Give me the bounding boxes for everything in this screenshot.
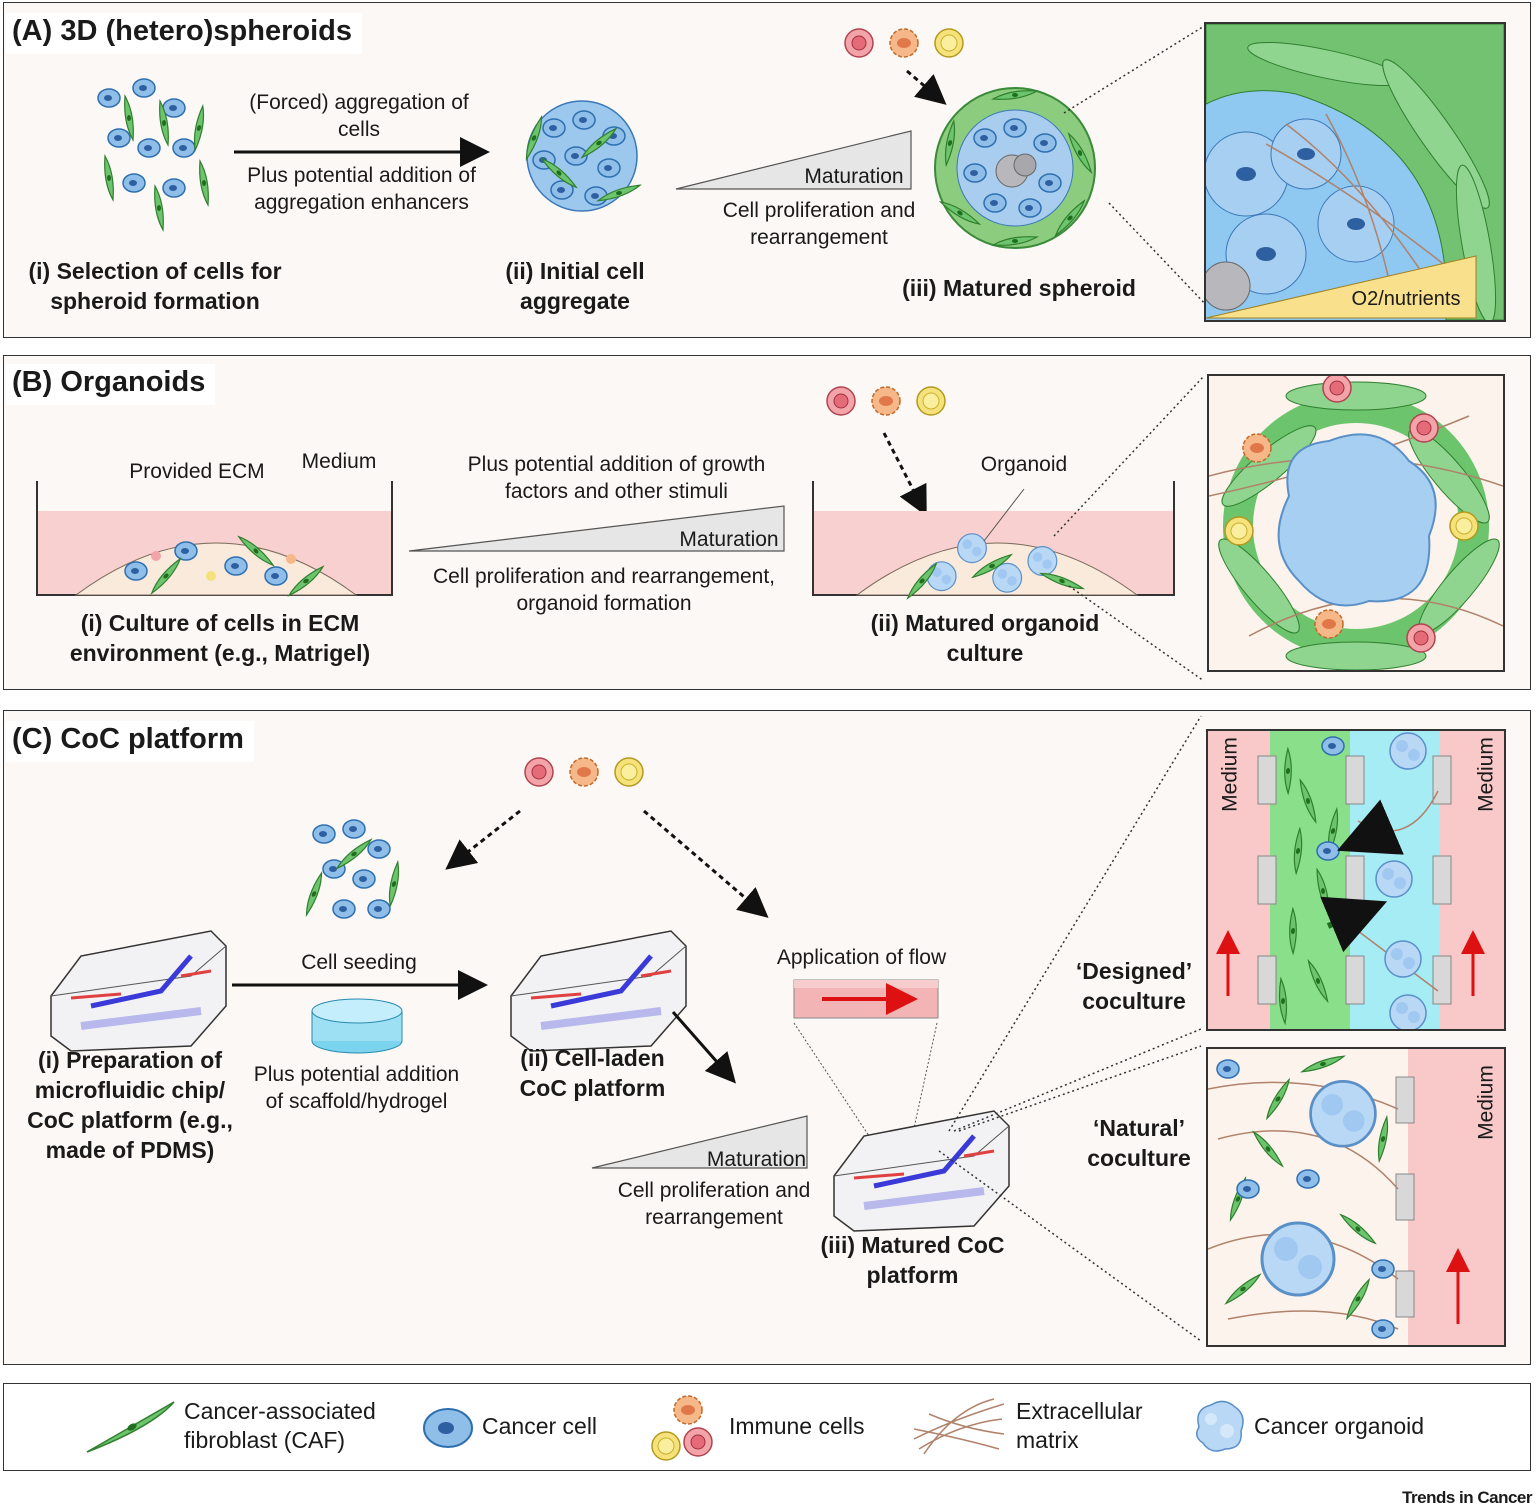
scaffold-text: Plus potential addition of scaffold/hydr… [253,1063,460,1113]
ecm-icon [913,1398,1005,1455]
medium-label-natural: Medium [1474,1065,1498,1140]
flow-arrow-diagonal [671,1011,736,1084]
step-a3-label: (iii) Matured spheroid [902,275,1136,301]
immune-cells-icon [651,1395,713,1461]
legend-ecm-label: Extracellular matrix [1016,1398,1143,1453]
medium-label-left: Medium [1218,737,1242,812]
legend: Cancer-associated fibroblast (CAF) Cance… [3,1383,1531,1471]
aggregation-top-text: (Forced) aggregation of cells [249,91,469,141]
designed-coculture-zoom: Medium Medium [1206,729,1506,1031]
immune-add-arrow-c1 [445,809,521,870]
maturation-subtext-c: Cell proliferation and rearrangement [617,1179,811,1229]
natural-coculture-label: ‘Natural’ coculture [1087,1115,1191,1171]
step-b1-label: (i) Culture of cells in ECM environment … [69,610,371,666]
panel-c: (C) CoC platform Cell seeding Plus poten… [3,710,1531,1365]
flow-label: Application of flow [776,946,947,969]
step-c3-label: (iii) Matured CoC platform [820,1232,1005,1288]
provided-ecm-label: Provided ECM [129,460,265,483]
immune-add-arrow-c2 [643,809,769,918]
step-c1-label: (i) Preparation of microfluidic chip/ Co… [27,1047,233,1163]
empty-chip-illustration [49,931,229,1051]
step-a1-label: (i) Selection of cells for spheroid form… [28,258,282,314]
legend-cancer-label: Cancer cell [482,1413,598,1439]
aggregation-bottom-text: Plus potential addition of aggregation e… [247,164,476,214]
matured-organoid-dish [812,481,1175,600]
medium-label-right: Medium [1474,737,1498,812]
initial-aggregate-illustration [518,100,643,212]
maturation-label-c: Maturation [706,1148,807,1171]
immune-add-arrow-b [882,432,927,517]
designed-coculture-label: ‘Designed’ coculture [1075,958,1193,1014]
growth-factor-text: Plus potential addition of growth factor… [467,453,766,503]
maturation-label: Maturation [804,165,904,188]
cell-seeding-label: Cell seeding [301,951,417,974]
cancer-organoid-icon [1196,1400,1244,1452]
zoom-lines-b [1053,375,1205,682]
maturation-wedge [675,130,912,190]
organoid-zoom-panel [1207,374,1505,672]
maturation-label-b: Maturation [679,528,779,551]
organoid-label: Organoid [980,453,1068,476]
cancer-cell-icon [423,1408,473,1448]
immune-cells-top-b [826,386,946,416]
step-c2-label: (ii) Cell-laden CoC platform [519,1045,666,1101]
panel-a: (A) 3D (hetero)spheroids (Forced) aggreg… [3,2,1531,338]
maturation-wedge-b [408,505,785,552]
hydrogel-dish-icon [311,998,403,1054]
legend-caf-label: Cancer-associated fibroblast (CAF) [184,1398,376,1453]
ecm-dish-illustration [36,481,393,597]
step-b2-label: (ii) Matured organoid culture [870,610,1100,666]
seeding-cells-illustration [298,819,407,919]
cell-laden-chip-illustration [509,931,689,1051]
immune-cells-top-a [844,28,964,58]
aggregation-arrow [234,137,490,167]
maturation-subtext: Cell proliferation and rearrangement [722,199,916,249]
medium-label-b: Medium [301,450,377,473]
legend-immune-label: Immune cells [729,1413,865,1439]
natural-coculture-zoom: Medium [1206,1047,1506,1347]
panel-b-title: (B) Organoids [6,364,216,405]
caf-icon [86,1401,175,1453]
zoom-lines-a [1063,22,1210,309]
spheroid-zoom-panel: O2/nutrients [1204,22,1506,322]
zoom-lines-c [938,715,1202,1342]
maturation-wedge-c [591,1115,808,1169]
flow-channel-icon [793,979,939,1019]
step-a2-label: (ii) Initial cell aggregate [505,258,645,314]
immune-cells-top-c [524,757,644,787]
panel-b: (B) Organoids Provided ECM Medium Plus p… [3,355,1531,690]
panel-c-title: (C) CoC platform [6,721,254,762]
organoid-formation-text: Cell proliferation and rearrangement, or… [432,565,776,615]
journal-credit: Trends in Cancer [1402,1488,1532,1507]
cell-selection-illustration [97,78,212,231]
legend-organoid-label: Cancer organoid [1254,1413,1425,1439]
seeding-arrow [232,970,488,1000]
immune-add-arrow-a [906,69,947,105]
panel-a-title: (A) 3D (hetero)spheroids [6,13,362,54]
gradient-label: O2/nutrients [1351,288,1461,310]
matured-spheroid-illustration [934,87,1096,249]
